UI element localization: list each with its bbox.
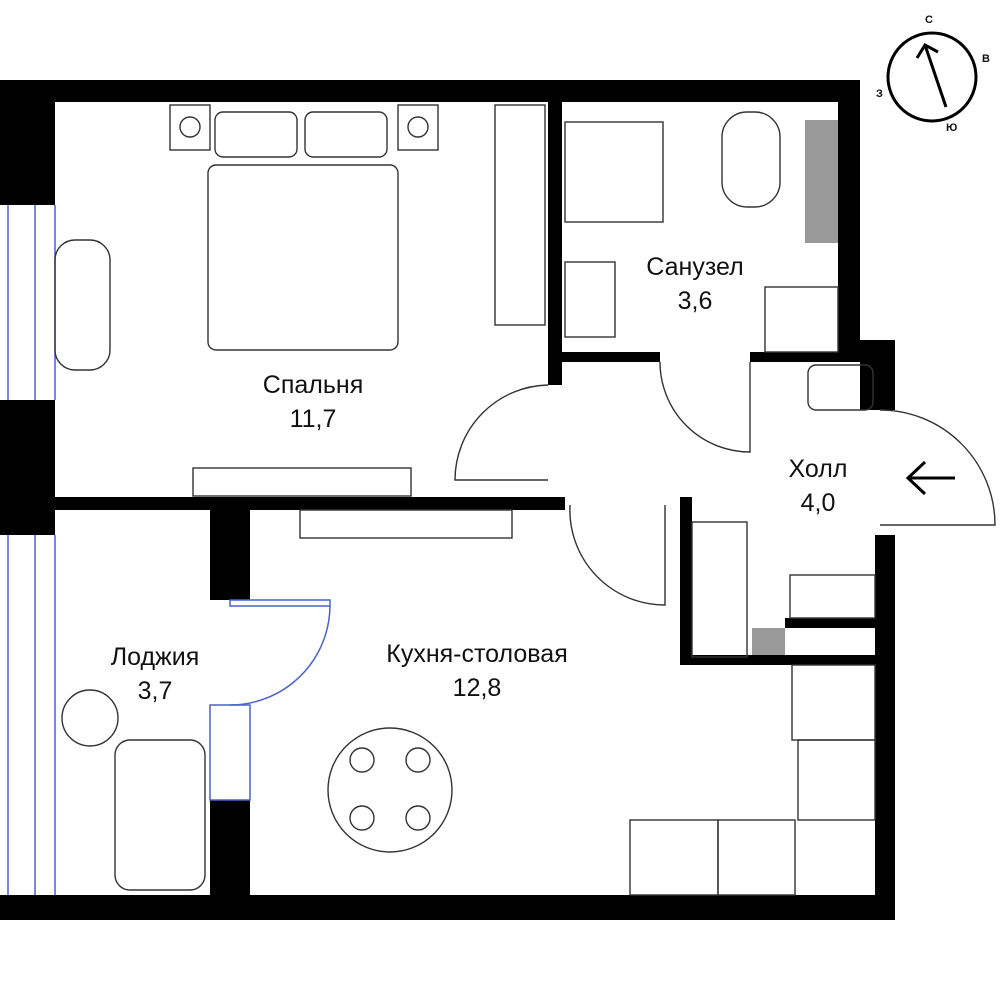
compass-east: В <box>982 53 990 65</box>
room-name: Холл <box>788 455 848 483</box>
room-label-hall: Холл 4,0 <box>789 452 848 520</box>
room-name: Спальня <box>262 371 364 399</box>
room-name: Лоджия <box>110 643 200 671</box>
room-label-kitchen: Кухня-столовая 12,8 <box>386 637 567 705</box>
compass-south: Ю <box>946 122 958 134</box>
compass-north: С <box>925 14 933 26</box>
windows <box>7 205 331 895</box>
room-label-loggia: Лоджия 3,7 <box>111 640 200 708</box>
room-area: 4,0 <box>800 489 836 517</box>
doors <box>454 361 996 606</box>
arrow-left-icon <box>905 460 955 496</box>
room-area: 3,7 <box>137 677 173 705</box>
walls <box>0 80 895 920</box>
compass <box>886 31 978 123</box>
room-area: 11,7 <box>289 405 337 433</box>
room-name: Кухня-столовая <box>386 640 568 668</box>
room-area: 12,8 <box>452 674 502 702</box>
furniture <box>54 104 876 896</box>
room-name: Санузел <box>646 253 744 281</box>
room-label-bathroom: Санузел 3,6 <box>646 250 743 318</box>
compass-west: З <box>876 88 883 100</box>
room-label-bedroom: Спальня 11,7 <box>263 368 363 436</box>
room-area: 3,6 <box>677 287 713 315</box>
